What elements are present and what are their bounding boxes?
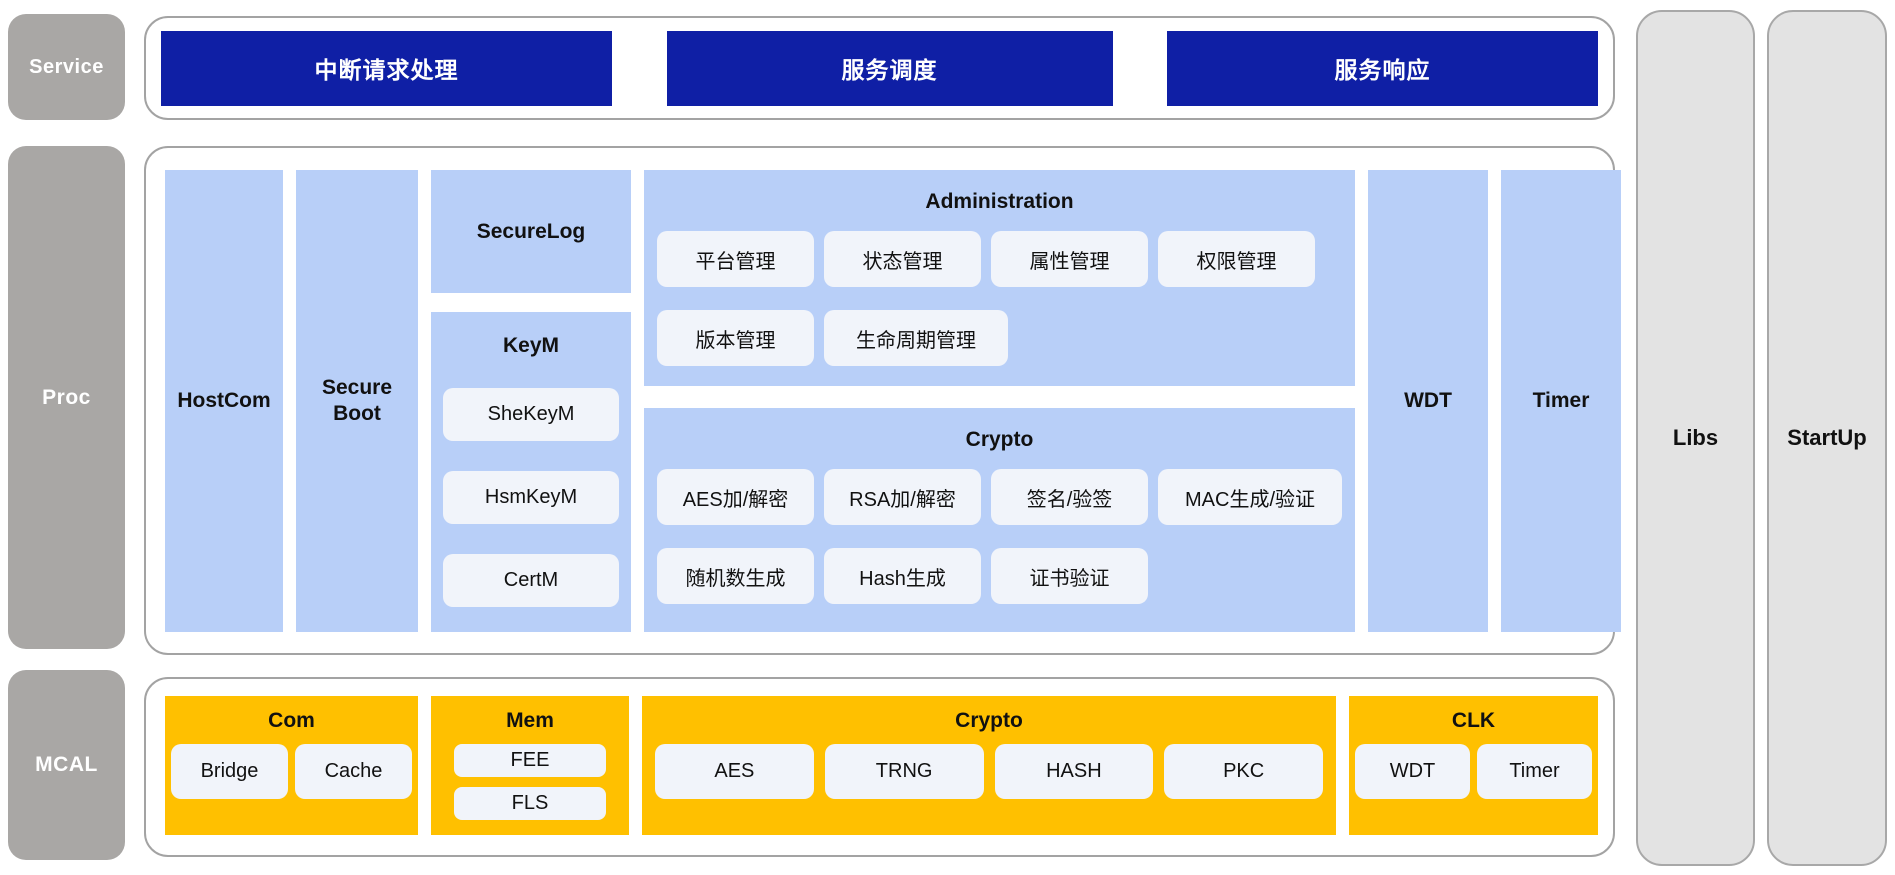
crypto-mcal-title: Crypto [955,709,1023,732]
crypto-proc-title: Crypto [965,428,1034,451]
pill-hsmkeym: HsmKeyM [443,471,619,524]
service-bar-interrupt-handling: 中断请求处理 [161,30,612,106]
pill-cert-verify: 证书验证 [991,548,1148,604]
mcal-block-com: Com Bridge Cache [165,696,418,835]
column-securelog-keym: SecureLog KeyM SheKeyM HsmKeyM CertM [431,170,631,632]
pill-sign-verify: 签名/验签 [991,469,1148,525]
mcal-grid: Com Bridge Cache Mem FEE FLS Crypto AES … [165,696,1598,835]
mcal-block-crypto: Crypto AES TRNG HASH PKC [642,696,1336,835]
pill-wdt-hw: WDT [1355,744,1470,799]
mcal-block-clk: CLK WDT Timer [1349,696,1598,835]
pill-fee: FEE [454,744,606,777]
pill-permission-mgmt: 权限管理 [1158,231,1315,287]
mem-title: Mem [506,709,554,732]
block-crypto-proc: Crypto AES加/解密 RSA加/解密 签名/验签 MAC生成/验证 随机… [644,408,1355,632]
block-keym: KeyM SheKeyM HsmKeyM CertM [431,312,631,632]
pill-mac-generate-verify: MAC生成/验证 [1158,469,1342,525]
administration-title: Administration [925,190,1074,213]
pill-certm: CertM [443,554,619,607]
clk-pill-row: WDT Timer [1349,744,1598,799]
pill-aes-hw: AES [655,744,814,799]
startup-column: StartUp [1767,10,1887,866]
block-timer: Timer [1501,170,1621,632]
pill-cache: Cache [295,744,412,799]
service-panel: 中断请求处理 服务调度 服务响应 [144,16,1615,120]
com-title: Com [268,709,315,732]
clk-title: CLK [1451,709,1496,732]
pill-state-mgmt: 状态管理 [824,231,981,287]
service-bar-response: 服务响应 [1167,30,1598,106]
pill-shekeym: SheKeyM [443,388,619,441]
pill-platform-mgmt: 平台管理 [657,231,814,287]
pill-trng: TRNG [824,744,984,799]
pill-bridge: Bridge [171,744,288,799]
pill-fls: FLS [454,787,606,820]
block-securelog: SecureLog [431,170,631,293]
keym-title: KeyM [502,334,560,357]
crypto-mcal-pill-row: AES TRNG HASH PKC [642,744,1336,799]
layer-label-service: Service [8,14,125,120]
proc-grid: HostCom Secure Boot SecureLog KeyM SheKe… [165,170,1621,632]
block-secure-boot: Secure Boot [296,170,418,632]
pill-aes-encrypt-decrypt: AES加/解密 [657,469,814,525]
block-hostcom: HostCom [165,170,283,632]
libs-column: Libs [1636,10,1755,866]
pill-hash-hw: HASH [994,744,1154,799]
service-bar-dispatch: 服务调度 [666,30,1113,106]
pill-version-mgmt: 版本管理 [657,310,814,366]
layer-label-proc: Proc [8,146,125,649]
pill-pkc: PKC [1164,744,1323,799]
mcal-block-mem: Mem FEE FLS [431,696,629,835]
block-wdt: WDT [1368,170,1488,632]
proc-panel: HostCom Secure Boot SecureLog KeyM SheKe… [144,146,1621,655]
pill-random-generate: 随机数生成 [657,548,814,604]
layer-label-mcal: MCAL [8,670,125,860]
crypto-proc-row-2: 随机数生成 Hash生成 证书验证 [644,548,1355,604]
pill-attribute-mgmt: 属性管理 [991,231,1148,287]
administration-row-1: 平台管理 状态管理 属性管理 权限管理 [644,231,1355,287]
pill-rsa-encrypt-decrypt: RSA加/解密 [824,469,981,525]
mcal-panel: Com Bridge Cache Mem FEE FLS Crypto AES … [144,677,1615,857]
pill-timer-hw: Timer [1477,744,1592,799]
block-administration: Administration 平台管理 状态管理 属性管理 权限管理 版本管理 … [644,170,1355,386]
administration-row-2: 版本管理 生命周期管理 [644,310,1355,366]
pill-lifecycle-mgmt: 生命周期管理 [824,310,1008,366]
mem-pill-column: FEE FLS [431,744,629,820]
com-pill-row: Bridge Cache [165,744,418,799]
crypto-proc-row-1: AES加/解密 RSA加/解密 签名/验签 MAC生成/验证 [644,469,1355,525]
pill-hash-generate: Hash生成 [824,548,981,604]
column-admin-crypto: Administration 平台管理 状态管理 属性管理 权限管理 版本管理 … [644,170,1355,632]
